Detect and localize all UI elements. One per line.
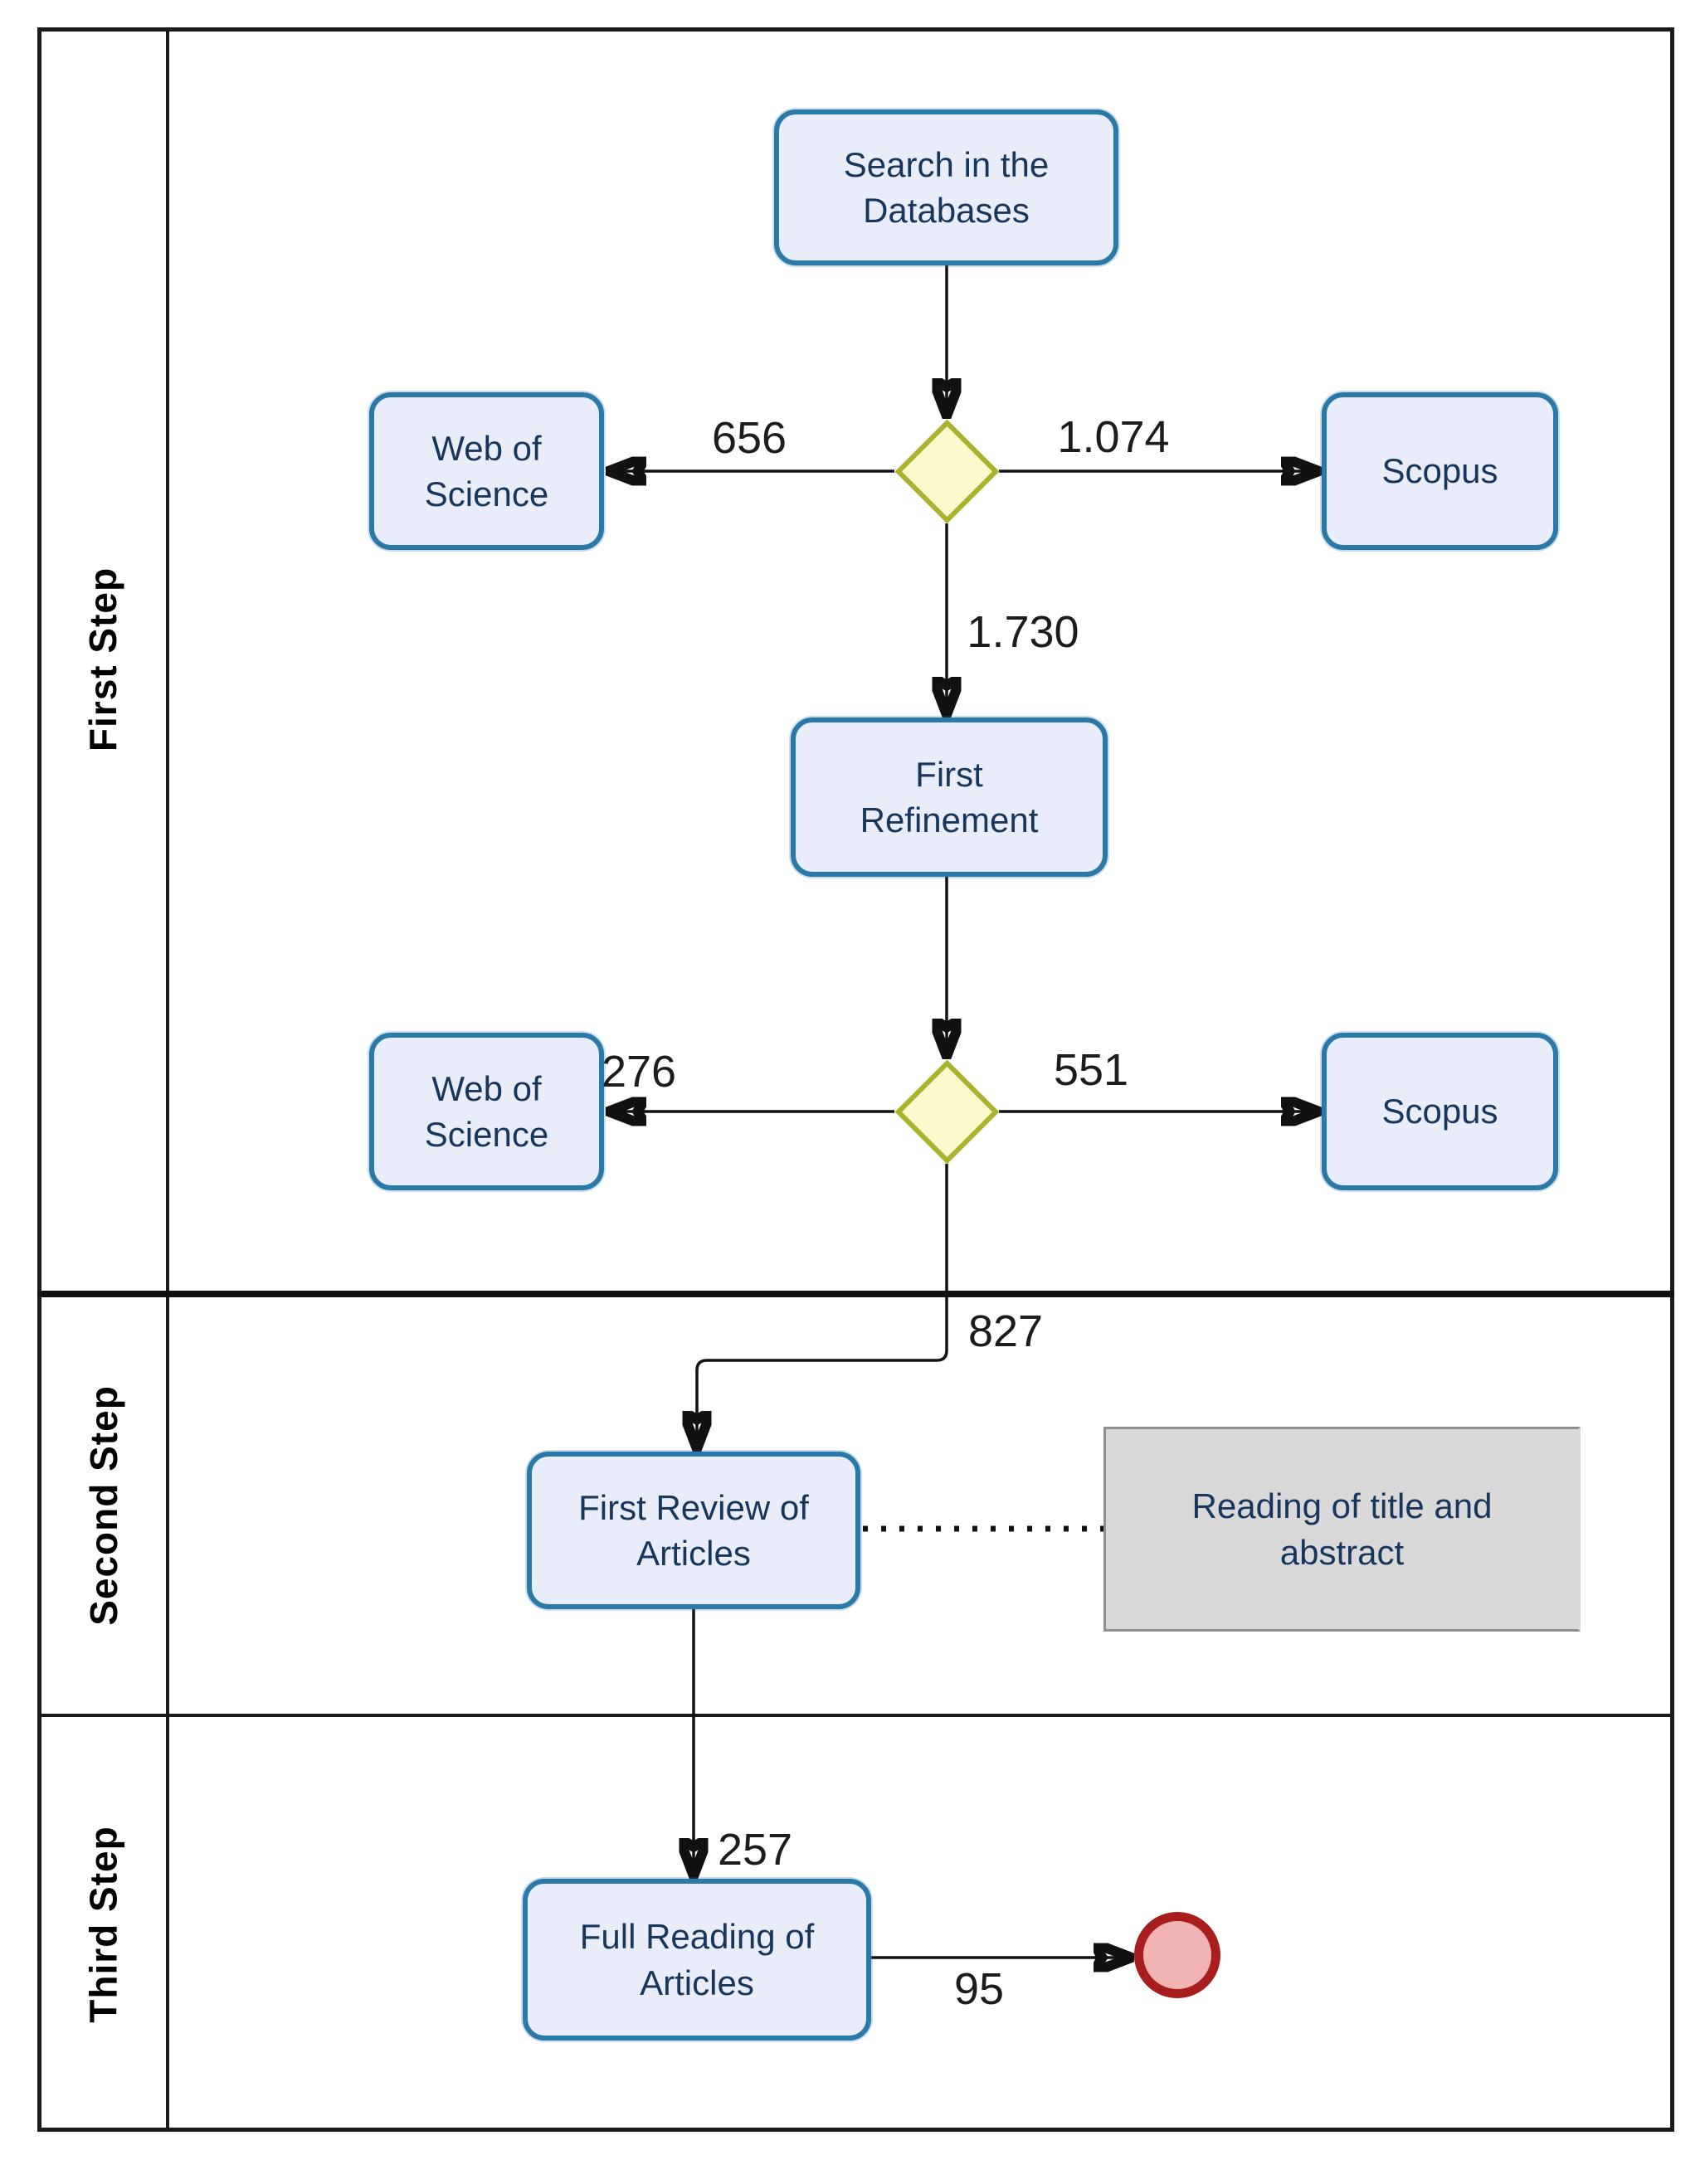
lane-label-column-divider	[166, 27, 169, 2132]
task-first-review-of-articles: First Review of Articles	[527, 1452, 860, 1609]
task-full-reading-of-articles: Full Reading of Articles	[523, 1879, 871, 2041]
task-first-refinement: First Refinement	[791, 717, 1108, 877]
edge-label-1074: 1.074	[1057, 412, 1170, 462]
edge-label-827: 827	[967, 1306, 1044, 1356]
end-event-circle	[1134, 1912, 1220, 1998]
edge-label-95: 95	[953, 1964, 1005, 2014]
edge-label-656: 656	[711, 413, 787, 463]
edge-label-1730: 1.730	[967, 607, 1079, 657]
connector-gateway2-to-first-review	[697, 1164, 948, 1446]
task-web-of-science-1: Web of Science	[369, 392, 604, 550]
edge-label-276: 276	[601, 1047, 677, 1097]
edge-label-257: 257	[717, 1825, 793, 1875]
task-search-in-databases: Search in the Databases	[774, 109, 1118, 265]
lane-divider-first-second	[37, 1291, 1674, 1297]
task-scopus-1: Scopus	[1322, 392, 1558, 550]
edge-label-551: 551	[1053, 1045, 1129, 1095]
note-reading-title-abstract: Reading of title and abstract	[1103, 1427, 1581, 1632]
task-web-of-science-2: Web of Science	[369, 1033, 604, 1190]
task-scopus-2: Scopus	[1322, 1033, 1558, 1190]
lane-divider-second-third	[37, 1714, 1674, 1717]
